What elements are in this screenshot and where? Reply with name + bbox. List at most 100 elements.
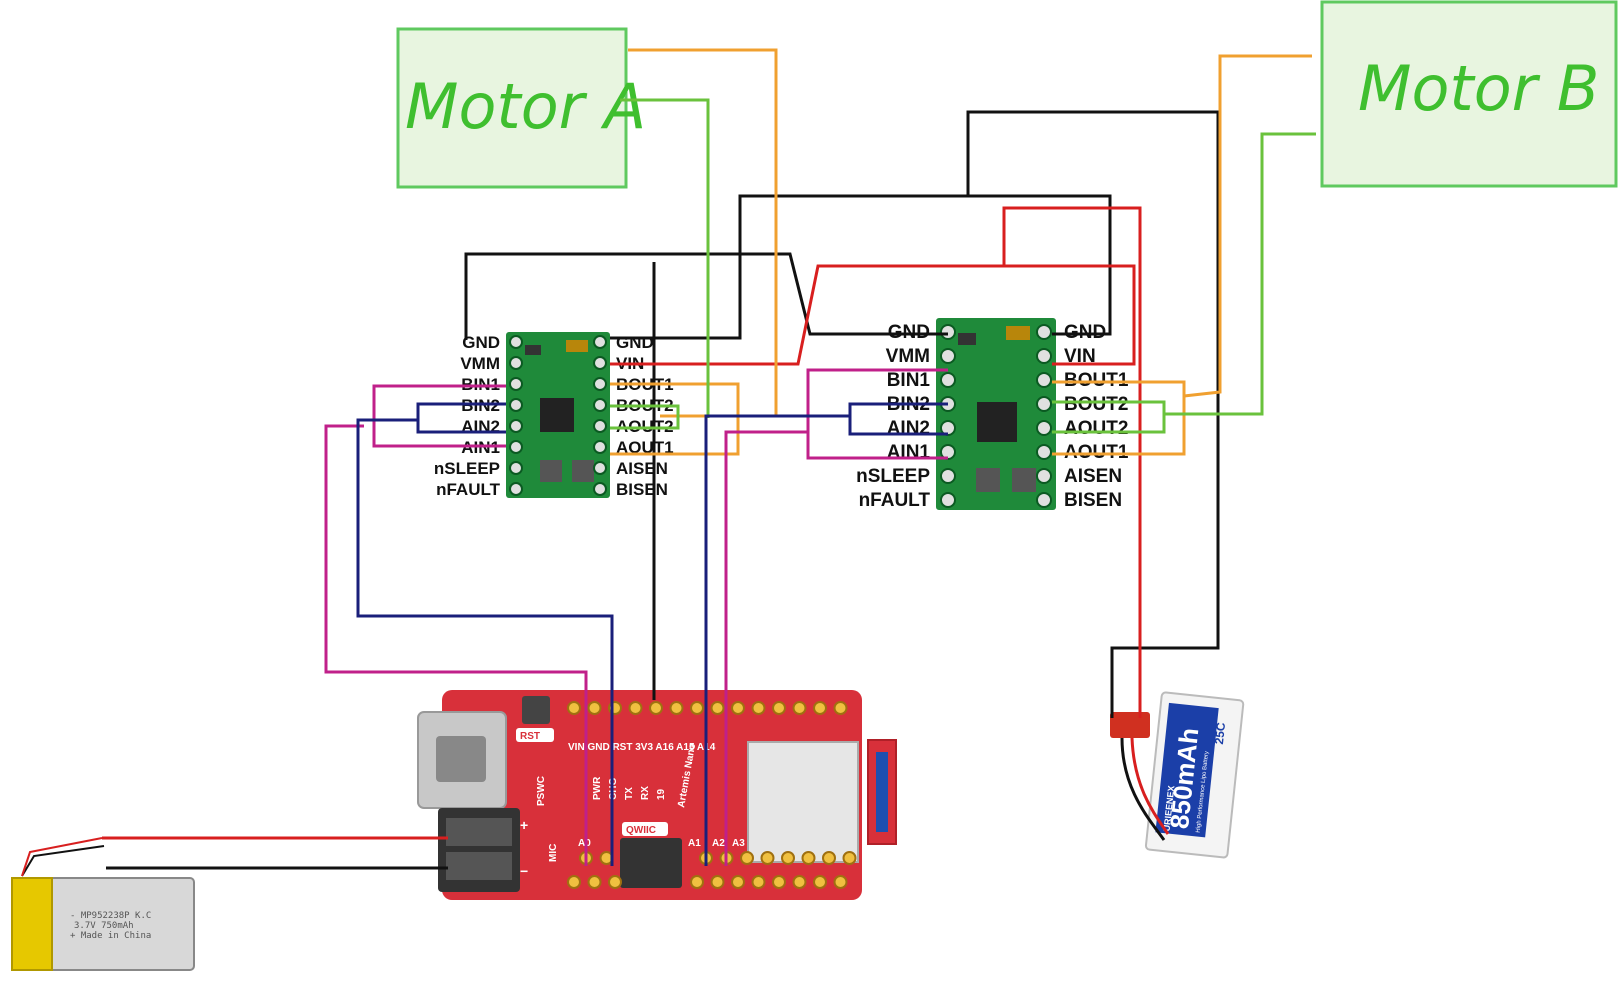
driver_b-pad [1036, 420, 1052, 436]
mcu-header-pad-bottom [567, 875, 581, 889]
lipo-850-label-area [1155, 702, 1219, 838]
wire-driver-b-out-green-loop [1052, 400, 1166, 434]
pin-a1-label: A1 [688, 838, 701, 849]
driver_a-right-pin-aout1: AOUT1 [616, 438, 674, 457]
driver_b-left-pin-vmm: VMM [886, 346, 930, 367]
lipo-850-brand: URIEENEX [1162, 785, 1177, 832]
driver-a-chip [540, 398, 574, 432]
qwiic-connector[interactable] [620, 838, 682, 888]
lipo-750-black-lead [21, 845, 105, 877]
driver-a-capacitor [566, 340, 588, 352]
mcu-side-label: RX [640, 786, 651, 800]
lipo-750-line3: + Made in China [70, 931, 151, 941]
qwiic-label-bg [622, 822, 668, 836]
driver_b-left-pin-ain1: AIN1 [887, 442, 931, 463]
driver_b-pad [940, 324, 956, 340]
motor-a: Motor A [396, 27, 646, 189]
driver-b-chip [977, 402, 1017, 442]
reset-button[interactable] [522, 696, 550, 724]
driver_b-pad [940, 372, 956, 388]
mcu-header-pad-top [628, 701, 643, 715]
driver_b-left-pin-ain2: AIN2 [887, 418, 930, 439]
mcu-header-pad-bottom [813, 875, 827, 889]
wire-motor-a-green [620, 98, 710, 418]
driver_a-pad [509, 377, 523, 391]
mcu-header-pad-top [813, 701, 827, 715]
driver_a-pad [509, 335, 523, 349]
wires [21, 48, 1316, 877]
mcu-header-pad-bottom [710, 875, 725, 889]
wire-gnd-driver-a-right-to-driver-b-right [610, 194, 1112, 340]
lipo-850mah: 850mAh URIEENEX 25C High Performance Lip… [1110, 691, 1245, 859]
driver_a-pad [593, 482, 607, 496]
mcu-header-pad-top [649, 701, 663, 715]
rst-label: RST [520, 731, 540, 742]
driver_a-pad [509, 398, 523, 412]
mcu-header-pad-top [833, 701, 848, 715]
antenna [876, 752, 888, 832]
driver_a-left-pin-vmm: VMM [460, 354, 500, 373]
wire-motor-a-bout-loop [610, 382, 740, 456]
wire-motor-a-to-aout2 [628, 48, 778, 418]
driver_a-left-pin-gnd: GND [462, 333, 500, 352]
driver_a-left-pin-nfault: nFAULT [436, 480, 501, 499]
wire-driver-b-out-loop [1052, 380, 1186, 456]
wire-driver-b-bin2-ain2-loop [848, 402, 948, 436]
lipo-750-line1: - MP952238P K.C [70, 911, 151, 921]
jst-minus: − [520, 863, 528, 879]
driver_b-right-pin-vin: VIN [1064, 346, 1096, 367]
driver_b-right-pin-bout2: BOUT2 [1064, 394, 1128, 415]
driver_a-pad [509, 419, 523, 433]
lipo-850-lead-black [1120, 737, 1166, 841]
mcu-board: RST + − QWIIC VIN GND RST 3V3 A16 A15 A1… [417, 690, 897, 900]
wire-mcu-to-driver-b-magenta [724, 430, 808, 866]
mcu-header-pad-top [669, 701, 684, 715]
driver_b-right-pin-aout2: AOUT2 [1064, 418, 1128, 439]
motor-b-box [1320, 0, 1618, 188]
driver_a-pad [593, 335, 607, 349]
driver_b-pad [1036, 372, 1052, 388]
driver_a-pad [509, 461, 523, 475]
mcu-side-label: TX [624, 787, 635, 800]
mcu-header-pad-inner [801, 851, 816, 865]
mcu-header-pad-top [690, 701, 704, 715]
driver_a-pad [509, 482, 523, 496]
driver_b-pad [1036, 492, 1052, 508]
pswc-label: PSWC [536, 776, 547, 806]
wire-driver-a-out-green-loop [610, 404, 680, 430]
driver_b-pad [940, 492, 956, 508]
driver_b-pad [1036, 396, 1052, 412]
driver_b-left-pin-nfault: nFAULT [859, 490, 931, 511]
lipo-750-red-lead [21, 837, 103, 877]
driver-a-resistor [572, 460, 594, 482]
mcu-header-pad-bottom [792, 875, 807, 889]
mcu-header-pad-top [710, 701, 725, 715]
lipo-850-lead-red [1130, 737, 1170, 835]
jst-plus: + [520, 817, 528, 833]
usb-c-opening [436, 736, 486, 782]
driver_b-pad [1036, 468, 1052, 484]
driver_a-right-pin-gnd: GND [616, 333, 654, 352]
driver_a-pad [593, 377, 607, 391]
wire-mcu-to-driver-a-magenta [324, 424, 588, 866]
driver_a-right-pin-bisen: BISEN [616, 480, 668, 499]
wire-motor-b-green [1164, 132, 1316, 416]
driver_b-pad [1036, 444, 1052, 460]
driver_a-pad [593, 440, 607, 454]
lipo-750mah: - MP952238P K.C 3.7V 750mAh + Made in Ch… [11, 877, 195, 971]
mic-label: MIC [548, 844, 559, 862]
driver_a-left-pin-nsleep: nSLEEP [434, 459, 500, 478]
driver_b-pad [940, 468, 956, 484]
driver-a-resistor [540, 460, 562, 482]
qwiic-label: QWIIC [626, 825, 656, 836]
mcu-header-pad-top [587, 701, 602, 715]
wire-gnd-driver-a-to-driver-b [464, 252, 948, 340]
mcu-header-pad-bottom [690, 875, 704, 889]
driver-b-resistor [1012, 468, 1036, 492]
driver-b-component [958, 333, 976, 345]
driver-b-capacitor [1006, 326, 1030, 340]
mcu-header-pad-bottom [608, 875, 622, 889]
driver_b-pad [940, 348, 956, 364]
lipo-750-line2: 3.7V 750mAh [74, 921, 134, 931]
mcu-header-pad-inner [760, 851, 775, 865]
